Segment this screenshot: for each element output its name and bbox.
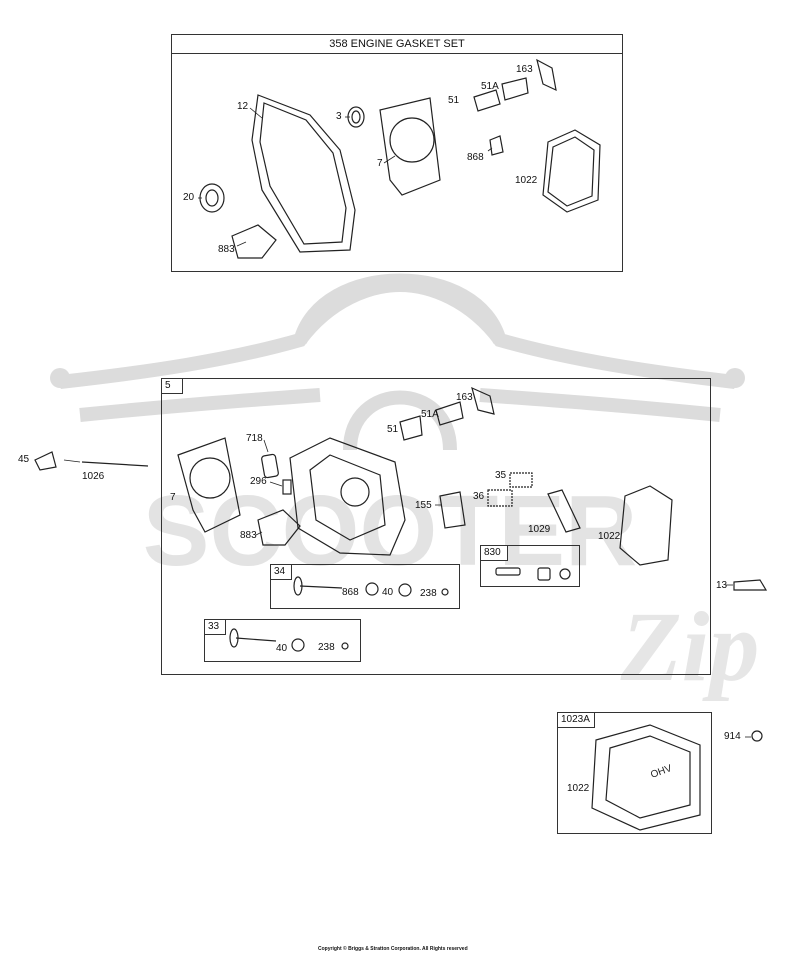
guide-plate-155 xyxy=(439,491,466,529)
kit-830-sleeve xyxy=(537,567,551,581)
oil-seal-20 xyxy=(199,183,225,213)
label-718: 718 xyxy=(246,433,263,444)
kit-34-box xyxy=(270,564,460,609)
label-163-mid: 163 xyxy=(456,392,473,403)
label-868-kit: 868 xyxy=(342,587,359,598)
gasket-set-title: 358 ENGINE GASKET SET xyxy=(329,38,465,50)
label-51a-top: 51A xyxy=(481,81,499,92)
rocker-1029 xyxy=(547,489,581,533)
gasket-51a-mid xyxy=(435,401,464,426)
kit-830-box xyxy=(480,545,580,587)
gasket-883-top xyxy=(231,224,277,259)
pushrod-1026 xyxy=(81,461,149,467)
gasket-51-mid xyxy=(399,415,423,441)
label-13: 13 xyxy=(716,580,728,591)
label-7-top: 7 xyxy=(377,158,383,169)
kit-830-tag: 830 xyxy=(480,545,508,561)
cylinder-head xyxy=(289,437,406,556)
kit-33-box xyxy=(204,619,361,662)
label-238-kit34: 238 xyxy=(420,588,437,599)
label-1026: 1026 xyxy=(82,471,105,482)
kit-34-valve xyxy=(299,585,343,589)
svg-text:OHV: OHV xyxy=(649,763,673,781)
kit-33-retainer xyxy=(291,638,305,652)
head-gasket-top xyxy=(379,97,441,196)
label-51a-mid: 51A xyxy=(421,409,439,420)
label-51-mid: 51 xyxy=(387,424,399,435)
nut-914 xyxy=(751,730,763,742)
kit-830-nut xyxy=(559,568,571,580)
kit-34-retainer xyxy=(398,583,412,597)
label-914: 914 xyxy=(724,731,741,742)
kit-830-stud xyxy=(495,567,521,576)
gasket-883-mid xyxy=(257,509,301,546)
label-7-mid: 7 xyxy=(170,492,176,503)
rocker-gasket-top xyxy=(542,129,601,213)
valve-spring-35 xyxy=(509,472,533,488)
kit-33-keeper xyxy=(341,642,349,650)
cylinder-head-box xyxy=(161,378,711,675)
oil-seal-3 xyxy=(347,106,365,128)
cover-1023a-box xyxy=(557,712,712,834)
cylinder-head-tag: 5 xyxy=(161,378,183,394)
label-35: 35 xyxy=(495,470,507,481)
pin-718 xyxy=(261,453,279,479)
label-1022-top: 1022 xyxy=(515,175,538,186)
valve-cover xyxy=(591,724,701,831)
label-883-mid: 883 xyxy=(240,530,257,541)
label-1022-mid: 1022 xyxy=(598,531,621,542)
crankcase-gasket xyxy=(251,94,356,253)
label-12: 12 xyxy=(237,101,249,112)
label-155: 155 xyxy=(415,500,432,511)
label-868-top: 868 xyxy=(467,152,484,163)
valve-spring-36 xyxy=(487,489,513,507)
label-163-top: 163 xyxy=(516,64,533,75)
label-45: 45 xyxy=(18,454,30,465)
label-40-kit34: 40 xyxy=(382,587,394,598)
label-296: 296 xyxy=(250,476,267,487)
gasket-set-header xyxy=(171,34,623,54)
cover-1023a-tag: 1023A xyxy=(557,712,595,728)
bolt-13 xyxy=(733,579,768,591)
label-1029: 1029 xyxy=(528,524,551,535)
label-51-top: 51 xyxy=(448,95,460,106)
label-20: 20 xyxy=(183,192,195,203)
bolt-45 xyxy=(34,451,57,471)
gasket-163-top xyxy=(536,58,557,92)
kit-34-keeper xyxy=(441,588,449,596)
gasket-163-mid xyxy=(471,386,495,415)
label-883-top: 883 xyxy=(218,244,235,255)
kit-34-tag: 34 xyxy=(270,564,292,580)
kit-33-valve xyxy=(235,637,277,642)
pin-296 xyxy=(282,479,292,495)
valve-seal-868 xyxy=(489,135,504,156)
rocker-gasket-mid xyxy=(619,485,673,566)
copyright-text: Copyright © Briggs & Stratton Corporatio… xyxy=(318,946,468,952)
label-1022-cover: 1022 xyxy=(567,783,590,794)
gasket-51a-top xyxy=(501,77,529,101)
watermark-brand-text: SCOOTER xyxy=(143,475,637,587)
kit-33-tag: 33 xyxy=(204,619,226,635)
head-gasket-mid xyxy=(177,437,241,533)
kit-34-seal xyxy=(365,582,379,596)
watermark-script-text: Zip xyxy=(620,591,760,702)
label-238-kit33: 238 xyxy=(318,642,335,653)
label-3: 3 xyxy=(336,111,342,122)
label-36: 36 xyxy=(473,491,485,502)
label-40-kit33: 40 xyxy=(276,643,288,654)
gasket-51-top xyxy=(473,89,501,112)
